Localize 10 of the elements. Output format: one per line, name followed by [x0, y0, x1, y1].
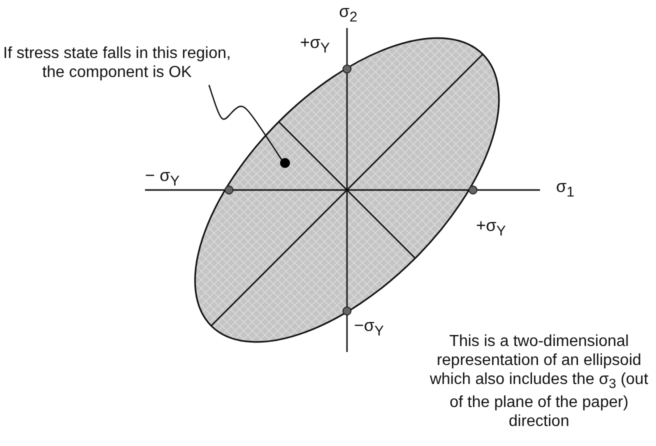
callout-text: If stress state falls in this region, the component is OK	[2, 44, 232, 82]
point-marker	[280, 158, 290, 168]
yield-stress-label: −σ$_{Y}$	[354, 316, 384, 340]
axis-label: σ$_{1}$	[556, 177, 574, 200]
yield-stress-label: − σ$_{Y}$	[145, 166, 180, 190]
yield-stress-label: +σ$_{Y}$	[476, 216, 506, 240]
leader-line	[208, 84, 282, 160]
note-text: This is a two-dimensional representation of an ellipsoid which also includes the σ$_{3}$ (out of the plane of the paper) direction	[428, 332, 650, 432]
yield-stress-label: +σ$_{Y}$	[300, 33, 330, 56]
axis-label: σ$_{2}$	[339, 2, 358, 26]
